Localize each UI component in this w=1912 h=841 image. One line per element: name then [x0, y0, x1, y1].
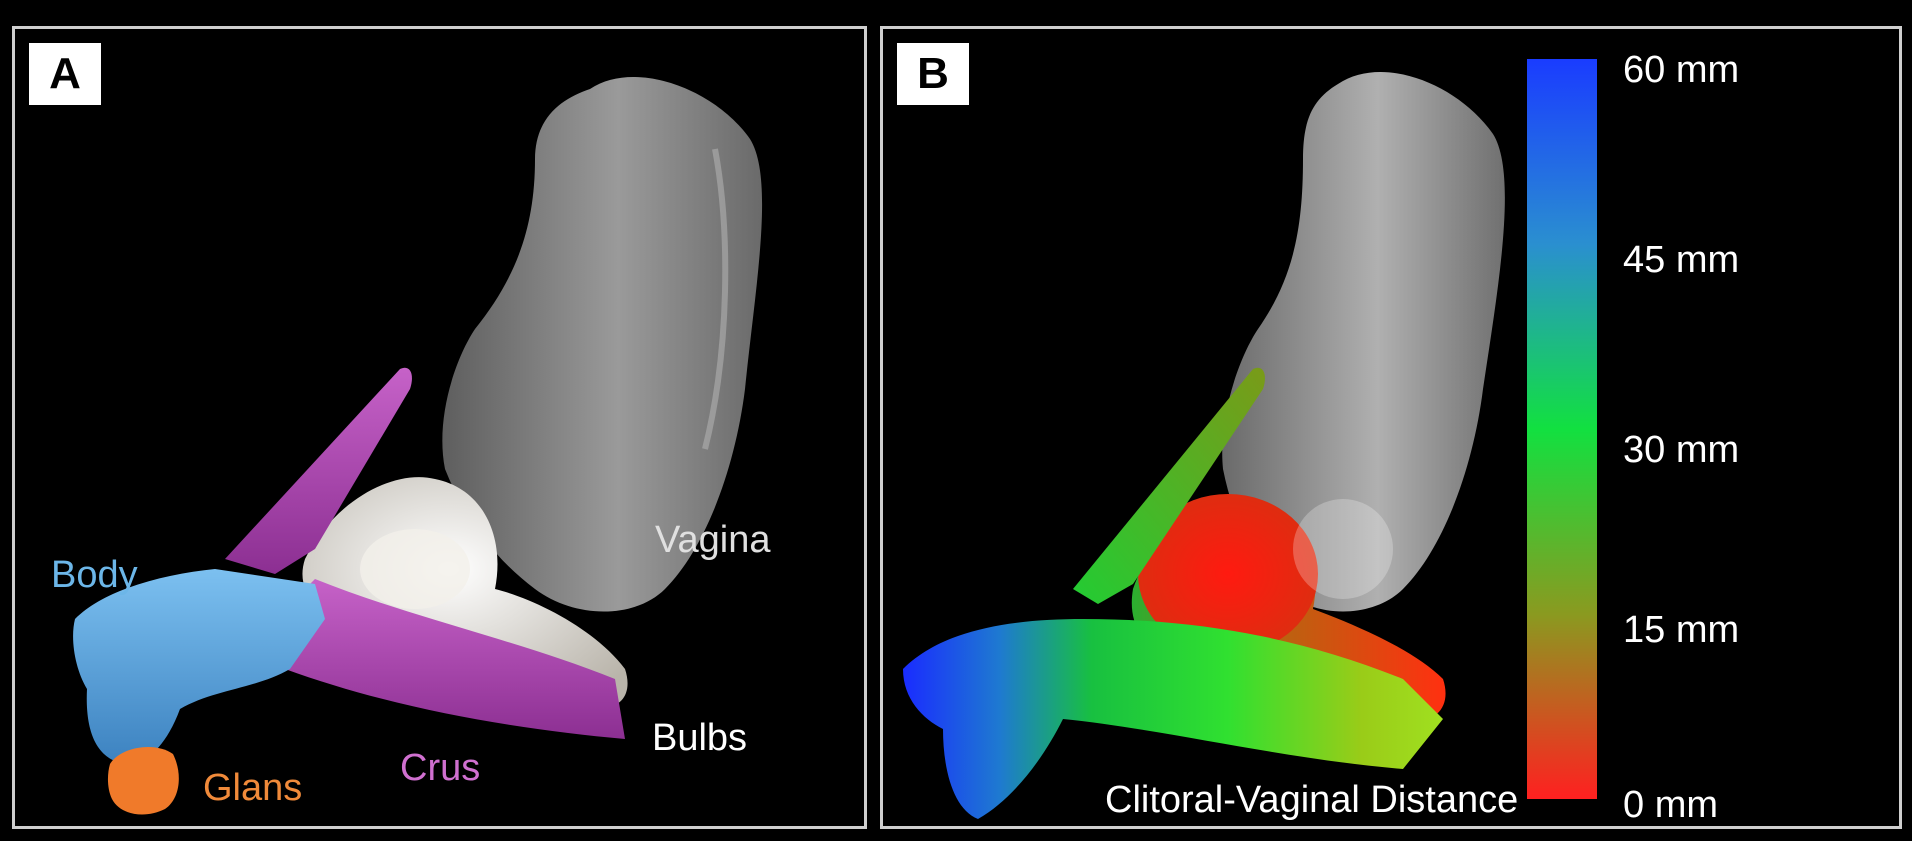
panel-b: B 60 mm 45 mm 30 mm 15 mm 0 mm Clitoral-… [880, 26, 1902, 829]
panel-b-rendering [883, 29, 1902, 829]
panel-a-letter: A [29, 43, 101, 105]
overlap-highlight [1293, 499, 1393, 599]
label-body: Body [51, 554, 138, 597]
panel-b-letter: B [897, 43, 969, 105]
caption-distance: Clitoral-Vaginal Distance [1105, 779, 1518, 822]
colorbar-tick-0: 0 mm [1623, 784, 1718, 827]
label-crus: Crus [400, 747, 480, 790]
colorbar-tick-15: 15 mm [1623, 609, 1739, 652]
glans-shape [108, 747, 179, 814]
label-glans: Glans [203, 767, 302, 810]
colorbar-tick-30: 30 mm [1623, 429, 1739, 472]
colorbar-tick-60: 60 mm [1623, 49, 1739, 92]
label-bulbs: Bulbs [652, 717, 747, 760]
colorbar-tick-45: 45 mm [1623, 239, 1739, 282]
colorbar [1527, 59, 1597, 799]
body-shape [73, 569, 325, 764]
label-vagina: Vagina [655, 519, 771, 562]
panel-a: A Body Glans Crus Bulbs Vagina [12, 26, 867, 829]
panel-a-rendering [15, 29, 867, 829]
